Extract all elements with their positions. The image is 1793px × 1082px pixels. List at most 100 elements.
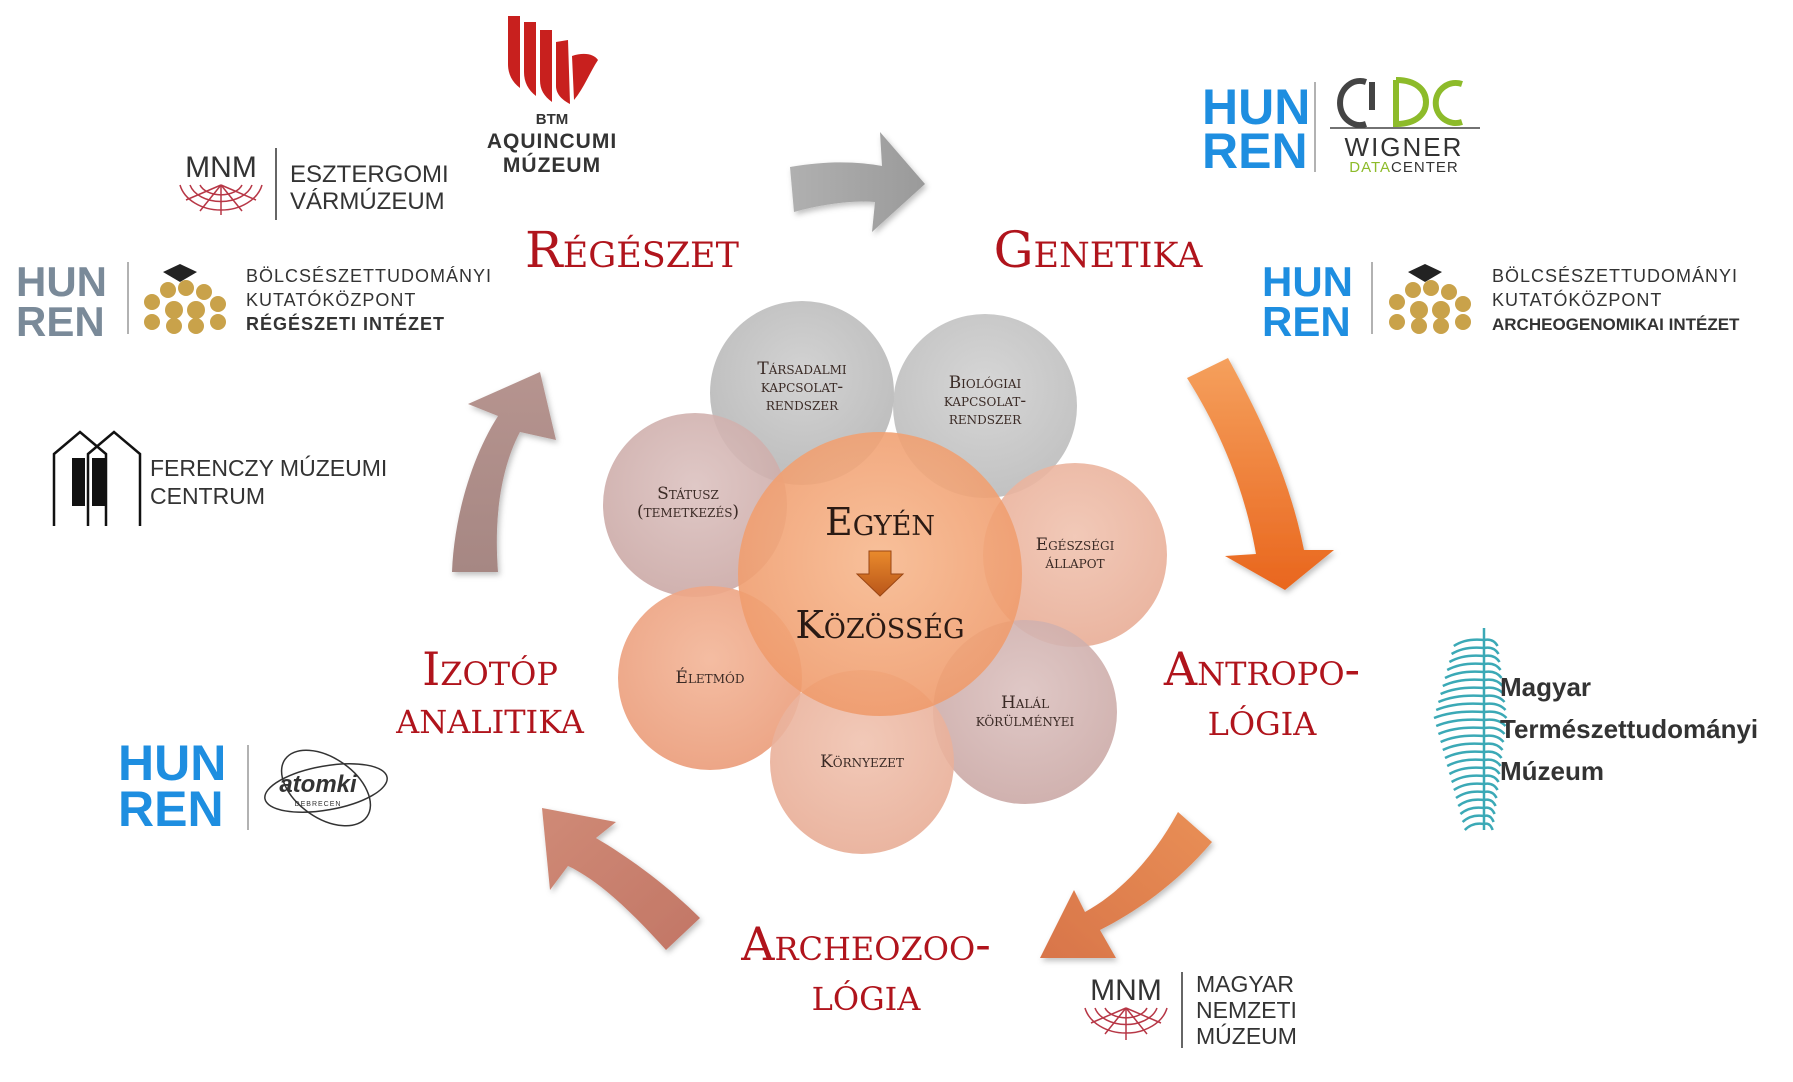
wigner-line2: DATACENTER bbox=[1349, 159, 1458, 176]
fern-leaf bbox=[1483, 646, 1500, 655]
discipline-izotop-line: Izotóp bbox=[422, 642, 558, 696]
mnm-sunburst-icon bbox=[179, 184, 263, 215]
atomki-mark: atomki bbox=[279, 771, 358, 798]
fern-leaf bbox=[1448, 766, 1485, 776]
fern-leaf bbox=[1483, 686, 1505, 695]
fern-leaf bbox=[1440, 686, 1485, 696]
discipline-genetika-line: Genetika bbox=[994, 221, 1204, 279]
mnm-esztergom-line2: VÁRMÚZEUM bbox=[290, 188, 445, 215]
mnm-esztergomi-varmuzeum-logo: MNM ESZTERGOMI VÁRMÚZEUM bbox=[179, 148, 449, 220]
circle-label-line: Életmód bbox=[676, 667, 745, 688]
fern-leaf bbox=[1483, 766, 1501, 775]
fern-leaf bbox=[1483, 654, 1501, 663]
fern-leaf bbox=[1448, 654, 1485, 664]
fern-leaf bbox=[1450, 774, 1485, 784]
circle-label-line: rendszer bbox=[949, 409, 1022, 429]
hunren-left-line1: BÖLCSÉSZETTUDOMÁNYI bbox=[246, 266, 492, 286]
fern-leaf bbox=[1450, 646, 1485, 656]
fern-leaf bbox=[1483, 814, 1495, 823]
mtm-line3: Múzeum bbox=[1500, 756, 1604, 786]
hunren-wigner-ren: REN bbox=[1202, 123, 1308, 179]
fern-leaf bbox=[1483, 782, 1499, 791]
circle-label-line: Társadalmi bbox=[757, 359, 846, 379]
discipline-antropologia: Antropo-lógia bbox=[1163, 642, 1360, 746]
fern-leaf bbox=[1483, 742, 1504, 751]
wdc-mark-icon bbox=[1337, 77, 1463, 128]
circle-label-kornyezet: Környezet bbox=[820, 752, 904, 772]
fern-leaf bbox=[1483, 822, 1494, 831]
fern-leaf bbox=[1483, 758, 1502, 767]
fern-leaf bbox=[1483, 638, 1499, 647]
fern-leaf bbox=[1437, 694, 1485, 704]
fern-leaf bbox=[1483, 678, 1504, 687]
discipline-antropologia-line: lógia bbox=[1208, 692, 1318, 746]
mnm-nemzeti-mark: MNM bbox=[1090, 974, 1162, 1007]
btm-line1: BTM bbox=[536, 111, 569, 128]
btm-line2: AQUINCUMI bbox=[487, 130, 617, 153]
arrow-izotop-to-regeszet bbox=[452, 372, 556, 572]
bolcseszet-dots-icon-right bbox=[1389, 264, 1471, 334]
fern-leaf bbox=[1446, 662, 1485, 672]
mnm-esztergom-mark: MNM bbox=[185, 151, 257, 184]
mnm-nemzeti-line1: MAGYAR bbox=[1196, 971, 1294, 997]
hunren-atomki-ren: REN bbox=[118, 781, 224, 837]
hunren-wigner-hun: HUN bbox=[1202, 79, 1310, 135]
ferenczy-line2: CENTRUM bbox=[150, 483, 265, 509]
circle-label-line: rendszer bbox=[766, 395, 839, 415]
hunren-left-line3: RÉGÉSZETI INTÉZET bbox=[246, 313, 445, 334]
fern-leaf bbox=[1453, 782, 1485, 792]
hunren-archeogenomikai-intezet-logo: HUN REN BÖLCSÉSZETTUDOMÁNYI KUTATÓKÖZPON… bbox=[1262, 258, 1740, 345]
discipline-izotop-line: analitika bbox=[395, 690, 585, 744]
fern-leaf bbox=[1483, 726, 1506, 735]
mtm-logo: Magyar Természettudományi Múzeum bbox=[1433, 628, 1758, 831]
mnm-sunburst-icon-2 bbox=[1084, 1007, 1168, 1040]
hunren-right-line1: BÖLCSÉSZETTUDOMÁNYI bbox=[1492, 266, 1738, 286]
btm-aquincumi-muzeum-logo: BTM AQUINCUMI MÚZEUM bbox=[487, 16, 617, 177]
mnm-nemzeti-line3: MÚZEUM bbox=[1196, 1023, 1297, 1049]
fern-leaf bbox=[1457, 798, 1485, 808]
mnm-nemzeti-line2: NEMZETI bbox=[1196, 997, 1297, 1023]
fern-leaf bbox=[1437, 726, 1485, 736]
hunren-left-ren: REN bbox=[16, 298, 105, 345]
fern-leaf bbox=[1483, 718, 1507, 727]
discipline-archeozoologia-line: Archeozoo- bbox=[740, 917, 991, 971]
fern-leaf bbox=[1483, 790, 1498, 799]
discipline-antropologia-line: Antropo- bbox=[1163, 642, 1360, 696]
fern-leaf bbox=[1483, 702, 1507, 711]
ferenczy-line1: FERENCZY MÚZEUMI bbox=[150, 455, 387, 481]
fern-leaf bbox=[1440, 734, 1485, 744]
circle-label-line: Egészségi bbox=[1036, 535, 1115, 555]
discipline-genetika: Genetika bbox=[994, 221, 1204, 279]
ferenczy-houses-icon bbox=[52, 430, 142, 526]
arrow-archeozoologia-to-izotop bbox=[542, 808, 700, 950]
fern-leaf bbox=[1446, 758, 1485, 768]
hunren-right-hun: HUN bbox=[1262, 258, 1353, 305]
mtm-line1: Magyar bbox=[1500, 672, 1591, 702]
discipline-regeszet: Régészet bbox=[525, 221, 739, 279]
wigner-line2-data: DATA bbox=[1349, 159, 1391, 176]
mnm-magyar-nemzeti-muzeum-logo: MNM MAGYAR NEMZETI MÚZEUM bbox=[1084, 971, 1297, 1049]
fern-leaf bbox=[1442, 742, 1485, 752]
fern-icon bbox=[1433, 628, 1508, 831]
circle-label-line: Környezet bbox=[820, 752, 904, 772]
fern-leaf bbox=[1483, 694, 1506, 703]
discipline-regeszet-line: Régészet bbox=[525, 221, 739, 279]
discipline-labels: Régészet Genetika Antropo-lógia Archeozo… bbox=[395, 221, 1360, 1021]
bolcseszet-dots-icon bbox=[144, 264, 226, 334]
circle-egeszsegi bbox=[983, 463, 1167, 647]
center-label-egyen: Egyén bbox=[825, 500, 935, 544]
hunren-right-line2: KUTATÓKÖZPONT bbox=[1492, 289, 1662, 310]
btm-fan-icon bbox=[508, 16, 598, 104]
fern-leaf bbox=[1461, 814, 1485, 823]
circle-label-line: állapot bbox=[1044, 553, 1104, 573]
circle-label-eletmod: Életmód bbox=[676, 667, 745, 688]
wigner-line1: WIGNER bbox=[1345, 132, 1464, 162]
fern-leaf bbox=[1453, 638, 1485, 648]
fern-leaf bbox=[1442, 678, 1485, 688]
circle-label-line: Státusz bbox=[657, 484, 719, 504]
